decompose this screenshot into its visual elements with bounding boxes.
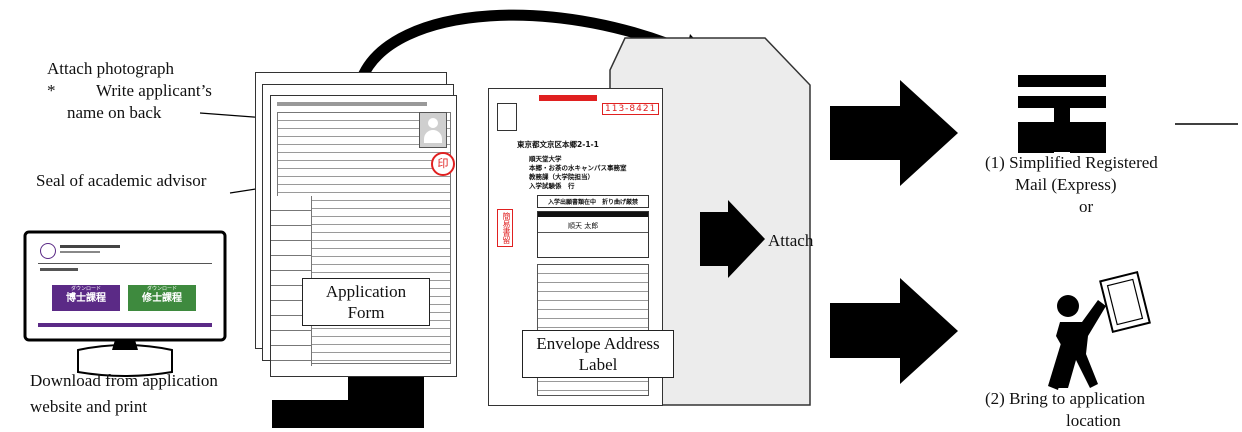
registered-mail-label-1: (1) Simplified Registered: [985, 153, 1158, 172]
download-label-2: website and print: [30, 397, 148, 416]
envelope-address-label: Envelope Address Label: [522, 330, 674, 378]
download-masters-button[interactable]: ダウンロード 修士課程: [128, 285, 196, 311]
attach-arrow: [700, 200, 765, 278]
post-office-icon: [1018, 75, 1238, 153]
write-name-label-2: name on back: [67, 103, 162, 122]
bring-label-1: (2) Bring to application: [985, 389, 1146, 408]
photo-placeholder: [419, 112, 447, 148]
registered-mail-label-2: Mail (Express): [1015, 175, 1117, 194]
registered-stamp: 簡易書留: [497, 209, 513, 247]
write-name-label-1: Write applicant’s: [96, 81, 212, 100]
attach-label: Attach: [768, 231, 814, 250]
curved-arrow: [356, 9, 705, 81]
download-label-1: Download from application: [30, 371, 218, 390]
form-sheet-front: 印: [270, 95, 457, 377]
arrow-to-mail: [830, 80, 958, 186]
notice-box: 入学出願書類在中 折り曲げ厳禁: [537, 195, 649, 208]
address: 東京都文京区本郷2-1-1: [517, 140, 599, 149]
seal-label: Seal of academic advisor: [36, 171, 207, 190]
attach-photo-label: Attach photograph: [47, 59, 174, 78]
postal-code: 113-8421: [602, 103, 660, 115]
bring-label-2: location: [1066, 411, 1121, 430]
or-label: or: [1079, 197, 1094, 216]
applicant-name: 順天 太郎: [568, 222, 599, 230]
website-screen: ダウンロード 博士課程 ダウンロード 修士課程: [30, 237, 220, 335]
walking-person-icon: [1048, 270, 1151, 390]
attach-photo-star: *: [47, 81, 56, 100]
seal-stamp: 印: [431, 152, 455, 176]
download-doctoral-button[interactable]: ダウンロード 博士課程: [52, 285, 120, 311]
application-form-label: Application Form: [302, 278, 430, 326]
arrow-to-bring: [830, 278, 958, 384]
